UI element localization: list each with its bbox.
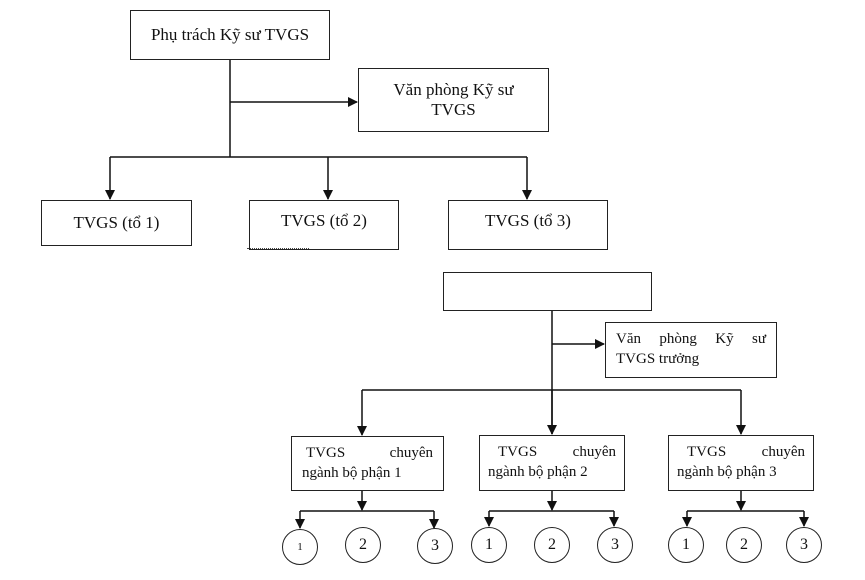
member-circle: 2 (534, 527, 570, 563)
member-label: 3 (800, 536, 808, 553)
dept-box-2: TVGS chuyên ngành bộ phận 2 (479, 435, 625, 491)
office-label-line2: TVGS (431, 100, 476, 119)
member-circle: 1 (668, 527, 704, 563)
dept-label-line2: ngành bộ phận 1 (302, 465, 402, 481)
member-label: 1 (485, 536, 493, 553)
member-label: 3 (611, 536, 619, 553)
dept-box-1: TVGS chuyên ngành bộ phận 1 (291, 436, 444, 491)
member-circle: 1 (471, 527, 507, 563)
dept-label-line1: TVGS chuyên (498, 444, 616, 460)
root-box: Phụ trách Kỹ sư TVGS (130, 10, 330, 60)
team-box-1: TVGS (tổ 1) (41, 200, 192, 246)
member-circle: 3 (786, 527, 822, 563)
member-label: 2 (548, 536, 556, 553)
member-circle: 2 (345, 527, 381, 563)
team-label: TVGS (tổ 3) (485, 211, 571, 230)
office2-label-line1: Văn phòng Kỹ sư (616, 331, 766, 347)
dotted-underline (247, 248, 309, 249)
office2-label-line2: TVGS trưởng (616, 351, 700, 367)
member-label: 2 (359, 536, 367, 553)
dept-box-3: TVGS chuyên ngành bộ phận 3 (668, 435, 814, 491)
team-label: TVGS (tổ 1) (73, 213, 160, 232)
member-label: 1 (297, 541, 303, 553)
member-label: 3 (431, 537, 439, 554)
team-box-2: TVGS (tổ 2) (249, 200, 399, 250)
root-label: Phụ trách Kỹ sư TVGS (150, 25, 310, 44)
dept-label-line2: ngành bộ phận 2 (488, 464, 588, 480)
office-box: Văn phòng Kỹ sư TVGS (358, 68, 549, 132)
dept-label-line1: TVGS chuyên (306, 445, 433, 461)
root2-box (443, 272, 652, 311)
team-label: TVGS (tổ 2) (281, 211, 367, 230)
member-circle: 1 (282, 529, 318, 565)
office-label-line1: Văn phòng Kỹ sư (393, 80, 514, 99)
dept-label-line1: TVGS chuyên (687, 444, 805, 460)
office2-box: Văn phòng Kỹ sư TVGS trưởng (605, 322, 777, 378)
member-circle: 3 (597, 527, 633, 563)
member-label: 1 (682, 536, 690, 553)
member-label: 2 (740, 536, 748, 553)
team-box-3: TVGS (tổ 3) (448, 200, 608, 250)
dept-label-line2: ngành bộ phận 3 (677, 464, 777, 480)
member-circle: 3 (417, 528, 453, 564)
member-circle: 2 (726, 527, 762, 563)
